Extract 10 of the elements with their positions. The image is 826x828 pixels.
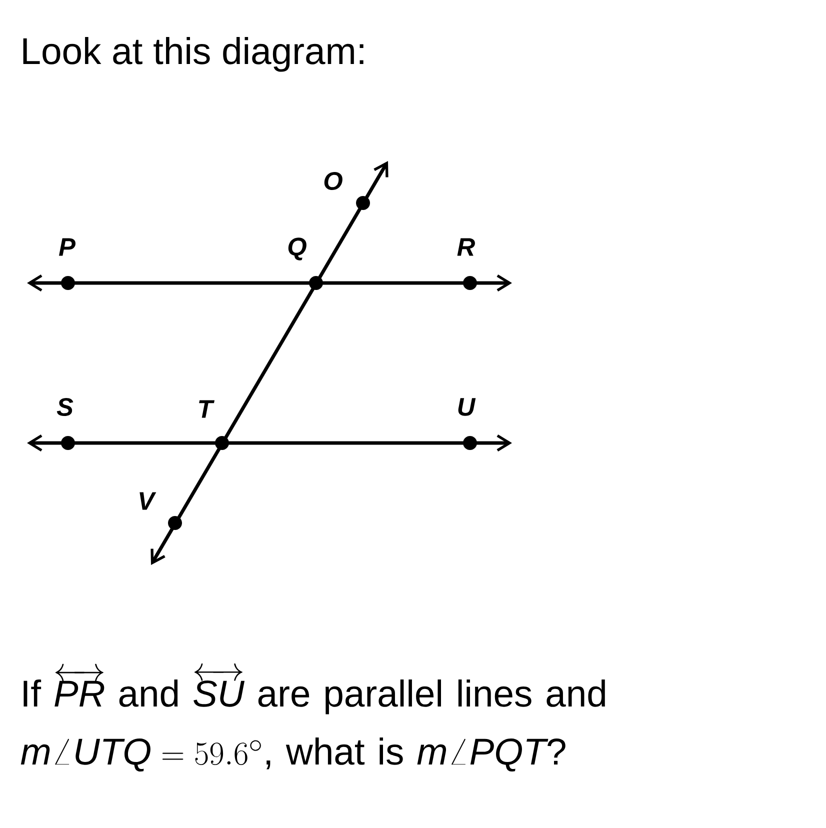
heading: Look at this diagram:	[23, 36, 364, 72]
point-label: S	[56, 398, 74, 416]
point-label: O	[324, 172, 342, 190]
point-label: U	[458, 398, 476, 416]
point-label: V	[140, 492, 156, 510]
point-label: R	[457, 238, 475, 256]
point-label: Q	[288, 238, 306, 260]
question-text: $\text{If }\overleftrightarrow{\mathit{PR}}\text{ and }\overleftrightarrow{\mathit{SU}}\text{ are parallel lines and }\allowbreak \mathit{m}\angle \mathit{UTQ}=59.6^{\circ}\text{, what is }\mathit{m}\angle \mathit{PQT}\text{?}$	[20, 664, 605, 772]
point-label: P	[59, 238, 76, 256]
point-label: T	[199, 400, 215, 418]
